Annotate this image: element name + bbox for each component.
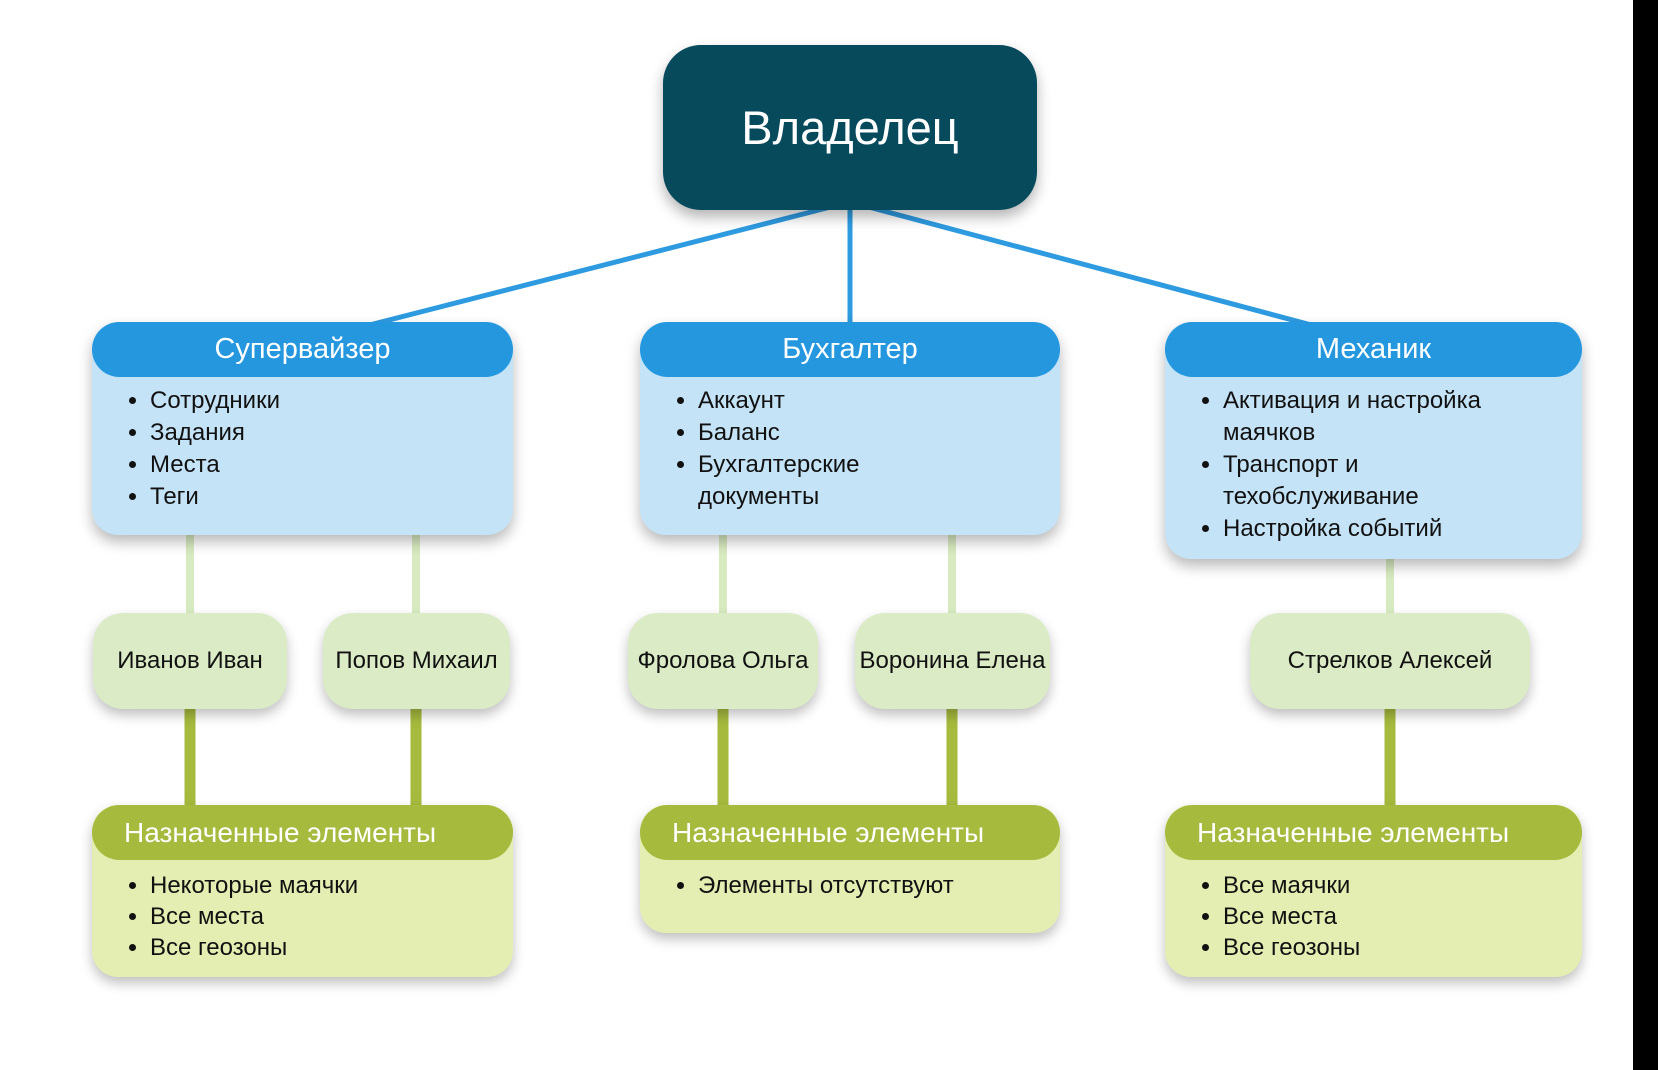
assigned-card-supervisor: Назначенные элементы Некоторые маячки Вс… — [92, 805, 513, 977]
role-permissions-mechanic: Активация и настройка маячков Транспорт … — [1165, 377, 1582, 559]
assigned-items-mechanic: Все маячки Все места Все геозоны — [1165, 860, 1582, 977]
assigned-item: Все геозоны — [1223, 932, 1542, 963]
assigned-title: Назначенные элементы — [124, 816, 437, 848]
permission-item: Сотрудники — [150, 385, 467, 417]
connector-owner-mechanic — [849, 199, 1331, 333]
assigned-header-mechanic: Назначенные элементы — [1165, 805, 1582, 860]
assigned-item: Все места — [150, 901, 473, 932]
role-card-mechanic: Механик Активация и настройка маячков Тр… — [1165, 322, 1582, 559]
role-permissions-list: Активация и настройка маячков Транспорт … — [1165, 383, 1582, 545]
connector-owner-supervisor — [349, 199, 851, 333]
role-title-mechanic: Механик — [1315, 333, 1432, 365]
permission-item: Места — [150, 449, 467, 481]
assigned-item: Некоторые маячки — [150, 870, 473, 901]
role-permissions-list: Аккаунт Баланс Бухгалтерские документы — [640, 383, 1060, 513]
assigned-items-list: Все маячки Все места Все геозоны — [1165, 866, 1582, 963]
role-header-mechanic: Механик — [1165, 322, 1582, 377]
person-name: Попов Михаил — [335, 647, 498, 674]
person-node-strelkov: Стрелков Алексей — [1250, 613, 1530, 709]
person-name: Иванов Иван — [117, 647, 263, 674]
owner-label: Владелец — [741, 101, 959, 154]
assigned-item: Элементы отсутствуют — [698, 870, 1020, 901]
role-card-supervisor: Супервайзер Сотрудники Задания Места Тег… — [92, 322, 513, 535]
role-title-accountant: Бухгалтер — [782, 333, 918, 365]
person-name: Фролова Ольга — [637, 647, 809, 674]
role-header-supervisor: Супервайзер — [92, 322, 513, 377]
assigned-items-list: Элементы отсутствуют — [640, 866, 1060, 901]
assigned-items-supervisor: Некоторые маячки Все места Все геозоны — [92, 860, 513, 977]
permission-item: Задания — [150, 417, 467, 449]
person-name: Воронина Елена — [859, 647, 1046, 674]
assigned-item: Все маячки — [1223, 870, 1542, 901]
person-node-voronina: Воронина Елена — [855, 613, 1050, 709]
assigned-header-supervisor: Назначенные элементы — [92, 805, 513, 860]
assigned-title: Назначенные элементы — [672, 816, 985, 848]
person-node-frolova: Фролова Ольга — [628, 613, 818, 709]
permission-item: Настройка событий — [1223, 513, 1522, 545]
permission-item: Бухгалтерские документы — [698, 449, 950, 513]
assigned-header-accountant: Назначенные элементы — [640, 805, 1060, 860]
role-header-accountant: Бухгалтер — [640, 322, 1060, 377]
assigned-card-accountant: Назначенные элементы Элементы отсутствую… — [640, 805, 1060, 933]
role-permissions-accountant: Аккаунт Баланс Бухгалтерские документы — [640, 377, 1060, 527]
permission-item: Транспорт и техобслуживание — [1223, 449, 1522, 513]
assigned-card-mechanic: Назначенные элементы Все маячки Все мест… — [1165, 805, 1582, 977]
person-node-ivanov: Иванов Иван — [93, 613, 287, 709]
role-permissions-list: Сотрудники Задания Места Теги — [92, 383, 513, 513]
permission-item: Активация и настройка маячков — [1223, 385, 1522, 449]
permission-item: Теги — [150, 481, 467, 513]
person-name: Стрелков Алексей — [1287, 647, 1493, 674]
assigned-title: Назначенные элементы — [1197, 816, 1510, 848]
assigned-items-list: Некоторые маячки Все места Все геозоны — [92, 866, 513, 963]
screenshot-right-black-strip — [1633, 0, 1658, 1070]
role-card-accountant: Бухгалтер Аккаунт Баланс Бухгалтерские д… — [640, 322, 1060, 535]
assigned-items-accountant: Элементы отсутствуют — [640, 860, 1060, 915]
role-permissions-supervisor: Сотрудники Задания Места Теги — [92, 377, 513, 527]
owner-node: Владелец — [663, 45, 1037, 210]
assigned-item: Все места — [1223, 901, 1542, 932]
permission-item: Аккаунт — [698, 385, 950, 417]
assigned-item: Все геозоны — [150, 932, 473, 963]
permission-item: Баланс — [698, 417, 950, 449]
role-title-supervisor: Супервайзер — [214, 333, 391, 365]
person-node-popov: Попов Михаил — [323, 613, 510, 709]
